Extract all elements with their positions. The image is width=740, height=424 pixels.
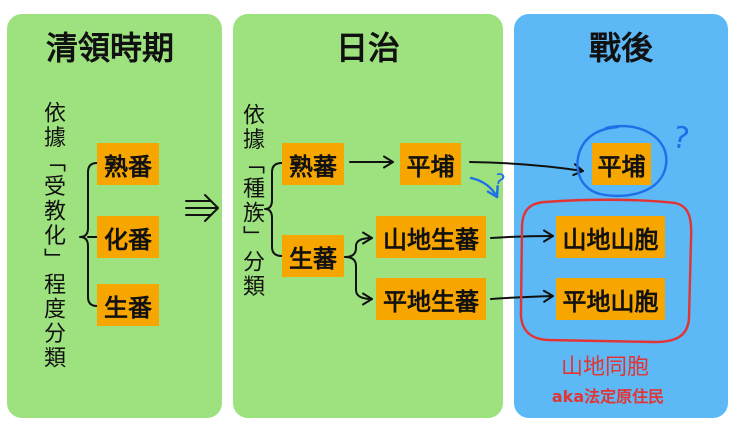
category-box-plains-shanbao: 平地山胞 <box>556 278 665 320</box>
japanese-rule-title: 日治 <box>335 29 400 67</box>
category-box-shengfan-japan: 生蕃 <box>282 235 344 277</box>
transition-arrow-icon <box>185 194 219 222</box>
japanese-classification-brace <box>264 162 283 257</box>
pingpu-to-postwar-arrow <box>469 161 584 177</box>
japanese-classification-criterion: 依據「種族」分類 <box>239 103 264 299</box>
uncertain-blue-arrow <box>469 176 499 199</box>
qing-classification-criterion: 依據「受教化」程度分類 <box>40 101 65 371</box>
category-box-shufan-qing: 熟番 <box>97 143 159 185</box>
category-box-shengfan-qing: 生番 <box>97 284 159 326</box>
qing-classification-brace <box>79 162 98 307</box>
category-box-pingpu-japan: 平埔 <box>400 143 461 185</box>
shanbao-group-label: 山地同胞 <box>560 355 649 380</box>
category-box-mountain-shengfan: 山地生蕃 <box>376 216 486 258</box>
category-box-plains-shengfan: 平地生蕃 <box>376 278 486 320</box>
transition-arrow-head <box>204 194 219 222</box>
shengfan-split-bottom-arrow <box>344 256 373 306</box>
category-box-huafan-qing: 化番 <box>97 216 159 258</box>
category-box-pingpu-postwar: 平埔 <box>592 143 651 185</box>
shanbao-red-outline <box>519 198 693 344</box>
qing-period-title: 清領時期 <box>45 29 174 67</box>
shengfan-split-top-arrow <box>344 231 373 258</box>
pingpu-blue-circle <box>576 124 668 198</box>
shanbao-group-note: aka法定原住民 <box>551 387 665 406</box>
category-box-mountain-shanbao: 山地山胞 <box>556 216 665 258</box>
postwar-title: 戰後 <box>588 29 653 67</box>
category-box-shufan-japan: 熟蕃 <box>282 143 344 185</box>
